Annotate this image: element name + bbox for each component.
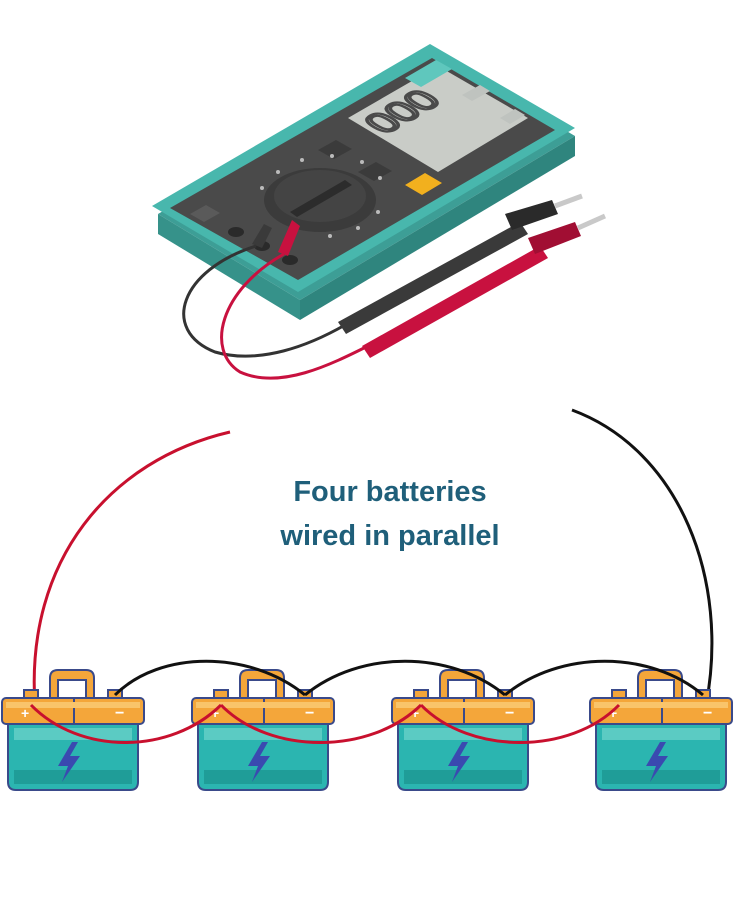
red-probe: [362, 213, 607, 358]
black-probe: [338, 193, 583, 334]
multimeter-red-lead: [220, 252, 371, 380]
multimeter-hold-key: [405, 173, 442, 195]
main-black-wire: [571, 408, 714, 706]
positive-terminal-label: +: [411, 705, 419, 721]
battery-3: + −: [391, 669, 535, 791]
red-jumper-wires: [29, 703, 621, 744]
multimeter-rotary-dial: [260, 154, 382, 238]
negative-terminal-label: −: [505, 705, 514, 722]
positive-terminal-label: +: [211, 705, 219, 721]
main-red-wire: [32, 430, 231, 706]
caption-line-1: Four batteries: [293, 476, 487, 508]
negative-terminal-label: −: [115, 705, 124, 722]
diagram-caption: Four batteries wired in parallel: [200, 470, 580, 558]
battery-icon: [589, 669, 733, 791]
battery-2: + −: [191, 669, 335, 791]
negative-terminal-label: −: [703, 705, 712, 722]
black-jumper-wires: [113, 659, 704, 697]
caption-line-2: wired in parallel: [280, 520, 500, 552]
battery-4: + −: [589, 669, 733, 791]
multimeter-icon: 000: [152, 44, 575, 320]
positive-terminal-label: +: [609, 705, 617, 721]
multimeter-black-lead: [182, 244, 346, 358]
negative-terminal-label: −: [305, 705, 314, 722]
battery-1: + −: [1, 669, 145, 791]
positive-terminal-label: +: [21, 705, 29, 721]
